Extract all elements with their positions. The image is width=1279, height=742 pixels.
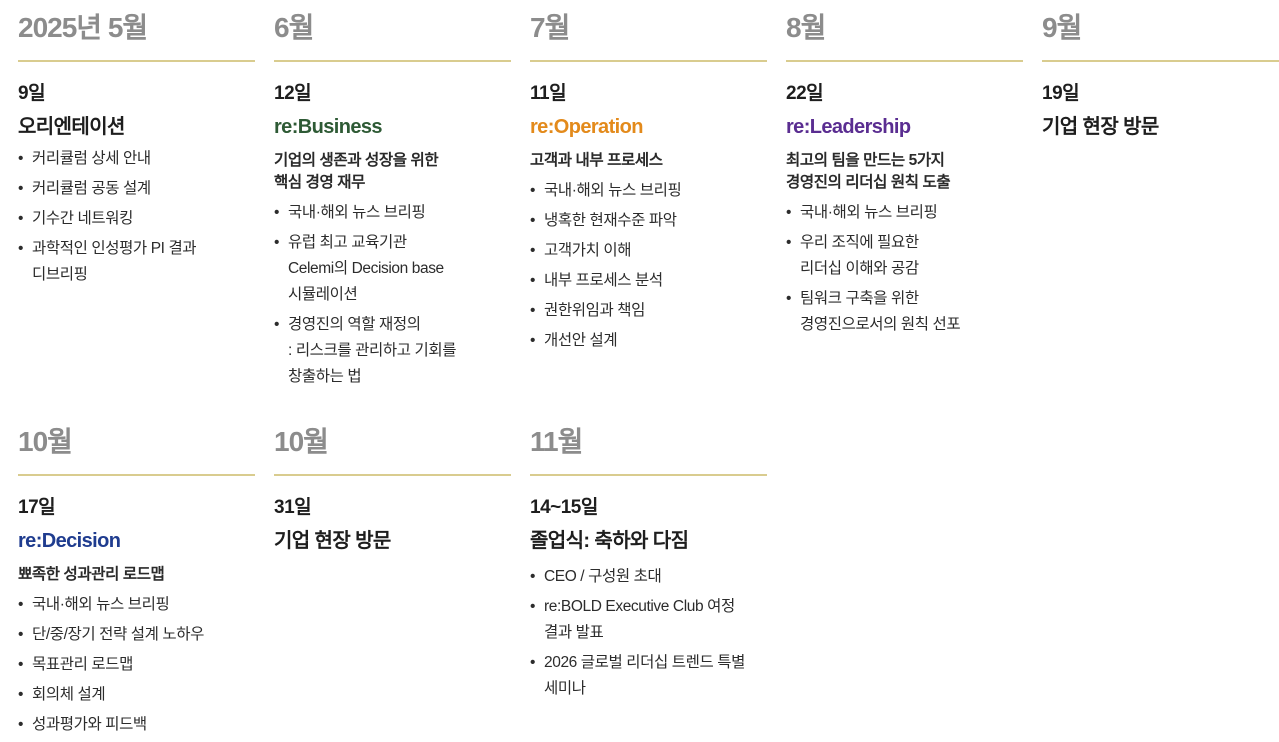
- month-heading: 8월: [786, 12, 826, 43]
- topic-item: 기수간 네트워킹: [18, 206, 255, 232]
- session-title: 기업 현장 방문: [274, 530, 391, 552]
- topic-item: 유럽 최고 교육기관 Celemi의 Decision base 시뮬레이션: [274, 230, 511, 308]
- topic-item: 우리 조직에 필요한 리더십 이해와 공감: [786, 230, 1023, 282]
- topic-item: 냉혹한 현재수준 파악: [530, 208, 767, 234]
- month-heading: 2025년 5월: [18, 12, 148, 43]
- schedule-column-november: 11월 14~15일 졸업식: 축하와 다짐 CEO / 구성원 초대 re:B…: [530, 424, 767, 706]
- topic-item: 과학적인 인성평가 PI 결과 디브리핑: [18, 236, 255, 288]
- session-title-business: re:Business: [274, 116, 383, 138]
- month-heading: 6월: [274, 12, 314, 43]
- topic-item: 단/중/장기 전략 설계 노하우: [18, 622, 255, 648]
- session-title-decision: re:Decision: [18, 530, 121, 552]
- schedule-column-may: 2025년 5월 9일 오리엔테이션 커리큘럼 상세 안내 커리큘럼 공동 설계…: [18, 10, 255, 292]
- session-topics: 국내·해외 뉴스 브리핑 냉혹한 현재수준 파악 고객가치 이해 내부 프로세스…: [530, 178, 767, 354]
- session-topics: 국내·해외 뉴스 브리핑 단/중/장기 전략 설계 노하우 목표관리 로드맵 회…: [18, 592, 255, 738]
- session-topics: CEO / 구성원 초대 re:BOLD Executive Club 여정 결…: [530, 564, 767, 702]
- session-title: 기업 현장 방문: [1042, 116, 1159, 138]
- topic-item: 커리큘럼 상세 안내: [18, 146, 255, 172]
- session-title: 졸업식: 축하와 다짐: [530, 530, 689, 552]
- topic-item: 성과평가와 피드백: [18, 712, 255, 738]
- session-topics: 국내·해외 뉴스 브리핑 우리 조직에 필요한 리더십 이해와 공감 팀워크 구…: [786, 200, 1023, 338]
- topic-item: re:BOLD Executive Club 여정 결과 발표: [530, 594, 767, 646]
- topic-item: 국내·해외 뉴스 브리핑: [530, 178, 767, 204]
- topic-item: 2026 글로벌 리더십 트렌드 특별 세미나: [530, 650, 767, 702]
- session-date: 11일: [530, 83, 567, 104]
- divider: [1042, 60, 1279, 62]
- topic-item: 고객가치 이해: [530, 238, 767, 264]
- month-heading: 10월: [274, 426, 329, 457]
- schedule-column-july: 7월 11일 re:Operation 고객과 내부 프로세스 국내·해외 뉴스…: [530, 10, 767, 358]
- session-subtitle: 최고의 팀을 만드는 5가지 경영진의 리더십 원칙 도출: [786, 152, 951, 191]
- session-title-leadership: re:Leadership: [786, 116, 911, 138]
- topic-item: 개선안 설계: [530, 328, 767, 354]
- schedule-column-september: 9월 19일 기업 현장 방문: [1042, 10, 1279, 140]
- session-subtitle: 기업의 생존과 성장을 위한 핵심 경영 재무: [274, 152, 439, 191]
- month-heading: 7월: [530, 12, 570, 43]
- topic-item: 국내·해외 뉴스 브리핑: [274, 200, 511, 226]
- topic-item: 커리큘럼 공동 설계: [18, 176, 255, 202]
- session-date: 12일: [274, 83, 312, 104]
- session-date: 14~15일: [530, 497, 598, 518]
- topic-item: 권한위임과 책임: [530, 298, 767, 324]
- topic-item: 목표관리 로드맵: [18, 652, 255, 678]
- divider: [786, 60, 1023, 62]
- topic-item: 경영진의 역할 재정의 : 리스크를 관리하고 기회를 창출하는 법: [274, 312, 511, 390]
- schedule-column-august: 8월 22일 re:Leadership 최고의 팀을 만드는 5가지 경영진의…: [786, 10, 1023, 342]
- schedule-column-october-1: 10월 17일 re:Decision 뾰족한 성과관리 로드맵 국내·해외 뉴…: [18, 424, 255, 742]
- month-heading: 9월: [1042, 12, 1082, 43]
- session-title: 오리엔테이션: [18, 116, 125, 138]
- divider: [274, 60, 511, 62]
- session-date: 22일: [786, 83, 824, 104]
- session-topics: 커리큘럼 상세 안내 커리큘럼 공동 설계 기수간 네트워킹 과학적인 인성평가…: [18, 146, 255, 288]
- session-subtitle: 뾰족한 성과관리 로드맵: [18, 566, 165, 583]
- month-heading: 11월: [530, 426, 583, 457]
- divider: [274, 474, 511, 476]
- session-date: 17일: [18, 497, 56, 518]
- session-date: 19일: [1042, 83, 1080, 104]
- topic-item: 팀워크 구축을 위한 경영진으로서의 원칙 선포: [786, 286, 1023, 338]
- topic-item: 내부 프로세스 분석: [530, 268, 767, 294]
- topic-item: 국내·해외 뉴스 브리핑: [18, 592, 255, 618]
- session-title-operation: re:Operation: [530, 116, 643, 138]
- topic-item: CEO / 구성원 초대: [530, 564, 767, 590]
- session-date: 31일: [274, 497, 312, 518]
- schedule-column-october-2: 10월 31일 기업 현장 방문: [274, 424, 511, 554]
- session-topics: 국내·해외 뉴스 브리핑 유럽 최고 교육기관 Celemi의 Decision…: [274, 200, 511, 390]
- session-subtitle: 고객과 내부 프로세스: [530, 152, 663, 169]
- divider: [530, 474, 767, 476]
- divider: [18, 60, 255, 62]
- divider: [530, 60, 767, 62]
- divider: [18, 474, 255, 476]
- session-date: 9일: [18, 83, 46, 104]
- schedule-column-june: 6월 12일 re:Business 기업의 생존과 성장을 위한 핵심 경영 …: [274, 10, 511, 394]
- topic-item: 국내·해외 뉴스 브리핑: [786, 200, 1023, 226]
- month-heading: 10월: [18, 426, 73, 457]
- topic-item: 회의체 설계: [18, 682, 255, 708]
